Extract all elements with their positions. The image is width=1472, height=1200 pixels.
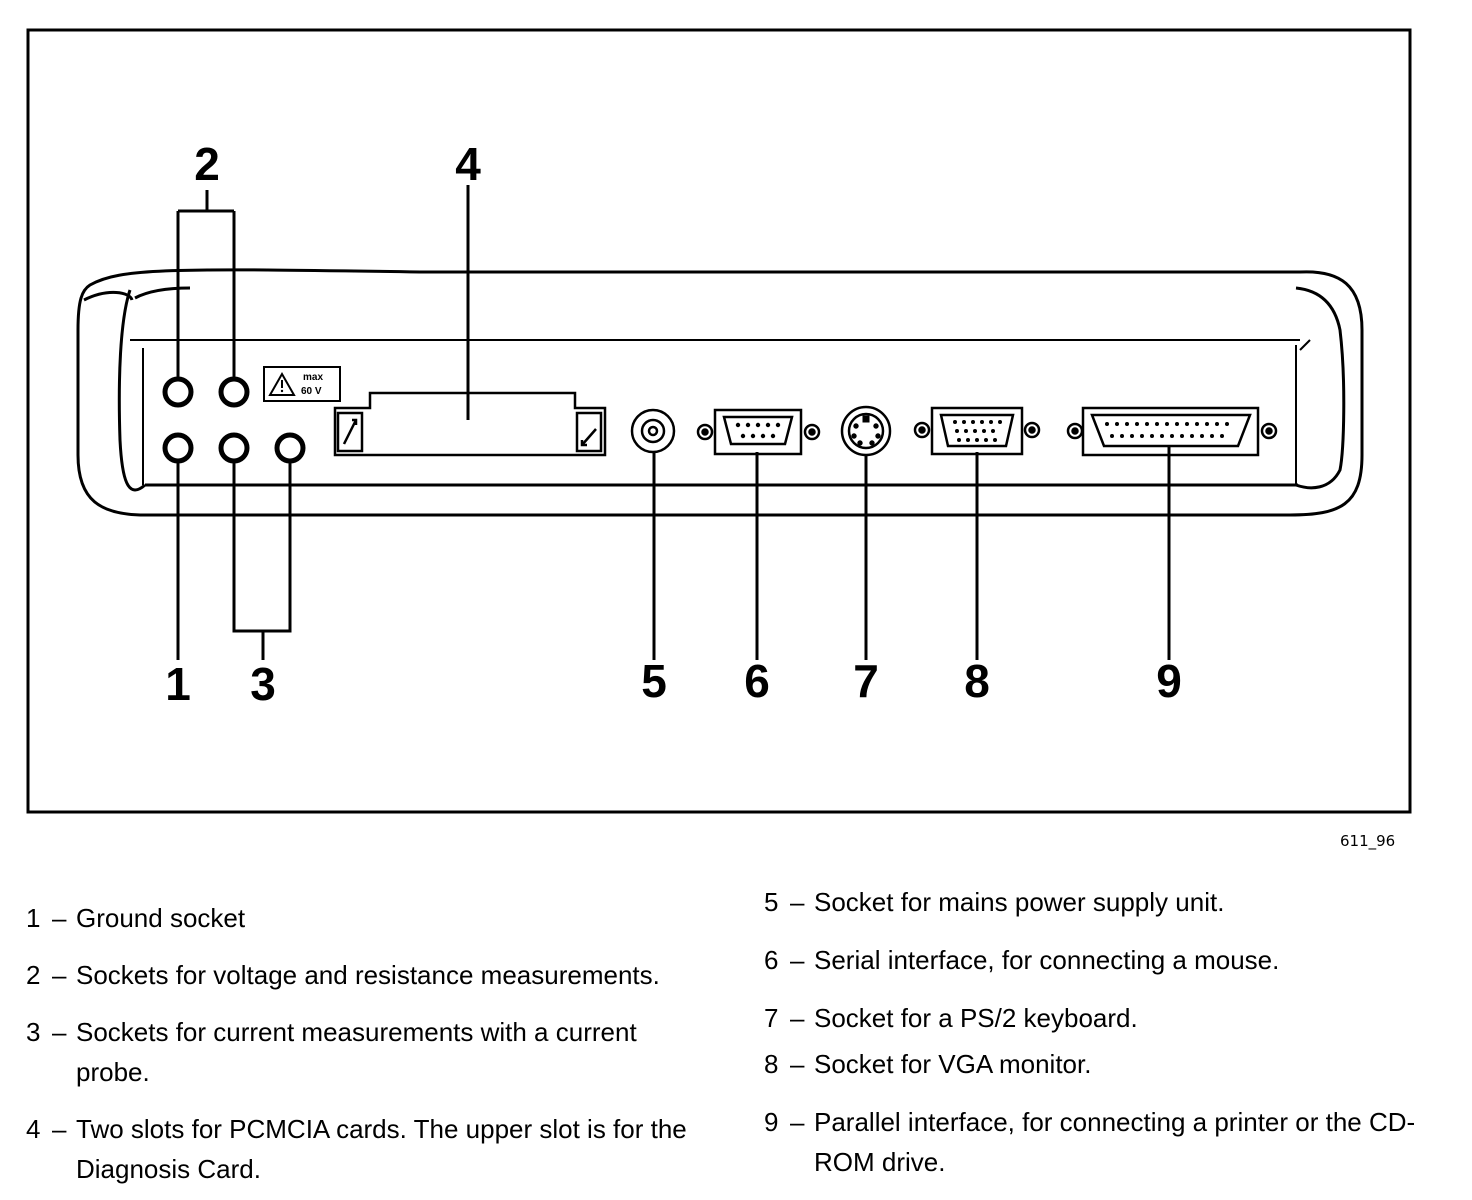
legend-dash: –: [790, 1049, 805, 1079]
figure-frame: [26, 28, 1412, 814]
legend-item: 7–Socket for a PS/2 keyboard.: [764, 998, 1444, 1038]
vga-port-pins: [953, 420, 1002, 442]
leader-line-3: [232, 462, 292, 660]
serial-port: [696, 408, 821, 456]
serial-port-pins: [735, 422, 781, 439]
legend-text: Socket for VGA monitor.: [814, 1049, 1092, 1079]
legend-item: 5–Socket for mains power supply unit.: [764, 882, 1444, 922]
legend-item: 3–Sockets for current measurements with …: [26, 1012, 706, 1092]
ps2-port: [840, 405, 892, 457]
callout-9: 9: [1156, 655, 1182, 707]
callout-4: 4: [455, 138, 481, 190]
parallel-port: [1066, 406, 1278, 457]
legend-number: 2: [26, 960, 41, 990]
parallel-port-pins: [1105, 422, 1229, 438]
callout-7: 7: [853, 655, 879, 707]
power-socket: [630, 408, 676, 454]
legend-item: 8–Socket for VGA monitor.: [764, 1044, 1444, 1084]
legend-item: 9–Parallel interface, for connecting a p…: [764, 1102, 1444, 1182]
callout-1: 1: [165, 658, 191, 710]
legend-number: 4: [26, 1114, 41, 1144]
legend-number: 5: [764, 887, 779, 917]
legend-item: 6–Serial interface, for connecting a mou…: [764, 940, 1444, 980]
callout-6: 6: [744, 655, 770, 707]
legend-text: Socket for a PS/2 keyboard.: [814, 1003, 1138, 1033]
legend-item: 2–Sockets for voltage and resistance mea…: [26, 955, 706, 995]
callout-8: 8: [964, 655, 990, 707]
legend-number: 7: [764, 1003, 779, 1033]
callout-2: 2: [194, 138, 220, 190]
voltage-socket: [162, 376, 194, 408]
legend-dash: –: [52, 903, 67, 933]
legend-dash: –: [790, 1003, 805, 1033]
legend-text: Sockets for current measurements with a …: [76, 1017, 637, 1087]
legend-text: Socket for mains power supply unit.: [814, 887, 1225, 917]
measurement-sockets: [162, 376, 306, 464]
legend-text: Ground socket: [76, 903, 246, 933]
legend-dash: –: [790, 945, 805, 975]
legend-text: Two slots for PCMCIA cards. The upper sl…: [76, 1114, 687, 1184]
figure-code: 611_96: [1340, 832, 1396, 850]
legend-dash: –: [52, 1114, 67, 1144]
legend-item: 4–Two slots for PCMCIA cards. The upper …: [26, 1109, 706, 1189]
legend-text: Serial interface, for connecting a mouse…: [814, 945, 1280, 975]
legend-number: 9: [764, 1107, 779, 1137]
warning-label-line1: max: [303, 372, 323, 383]
device-rear-panel-diagram: max 60 V: [26, 28, 1412, 814]
leader-lines: [176, 185, 1171, 660]
legend-dash: –: [790, 887, 805, 917]
legend-dash: –: [790, 1107, 805, 1137]
warning-label-line2: 60 V: [301, 386, 322, 397]
legend-right-column: 5–Socket for mains power supply unit. 6–…: [764, 882, 1444, 1182]
current-socket: [218, 432, 250, 464]
legend-text: Parallel interface, for connecting a pri…: [814, 1107, 1416, 1177]
legend-number: 3: [26, 1017, 41, 1047]
callout-5: 5: [641, 655, 667, 707]
legend-dash: –: [52, 960, 67, 990]
device-body: [76, 268, 1364, 517]
legend-item: 1–Ground socket: [26, 898, 706, 938]
warning-label: max 60 V: [263, 366, 341, 402]
legend-left-column: 1–Ground socket 2–Sockets for voltage an…: [26, 898, 706, 1189]
legend-text: Sockets for voltage and resistance measu…: [76, 960, 660, 990]
legend-number: 6: [764, 945, 779, 975]
legend-number: 1: [26, 903, 41, 933]
leader-line-2: [176, 190, 236, 378]
voltage-socket: [218, 376, 250, 408]
current-socket: [274, 432, 306, 464]
callout-3: 3: [250, 658, 276, 710]
pcmcia-slots: [333, 391, 607, 457]
legend-dash: –: [52, 1017, 67, 1047]
legend-number: 8: [764, 1049, 779, 1079]
ground-socket: [162, 432, 194, 464]
